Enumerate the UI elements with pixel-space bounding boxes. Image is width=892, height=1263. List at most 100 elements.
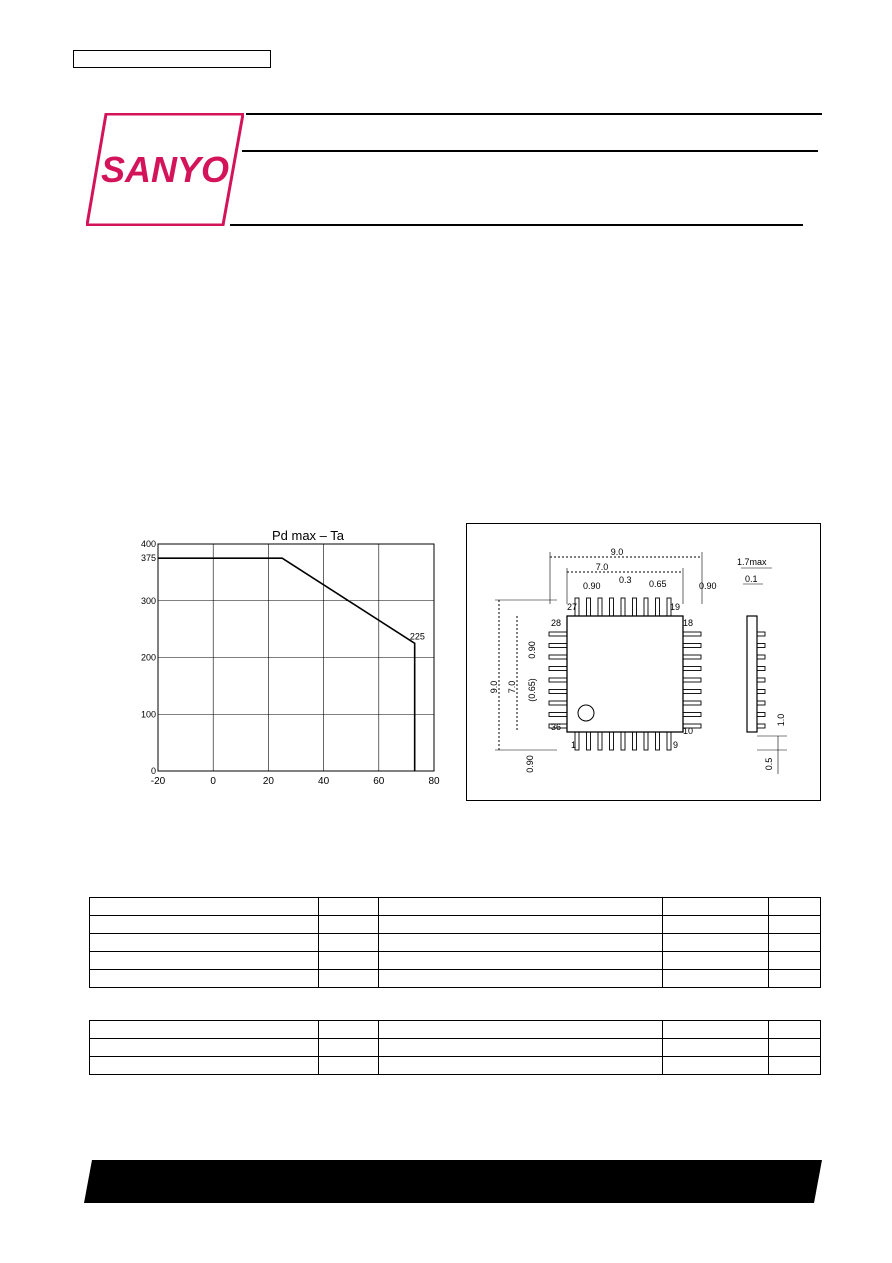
x-tick-label: 40	[318, 776, 330, 787]
table-row	[89, 915, 821, 934]
dim-width-inner: 7.0	[596, 562, 609, 572]
dim-side-foot: 1.0	[776, 714, 786, 727]
package-lead	[682, 712, 702, 717]
package-lead	[632, 731, 637, 751]
plot-frame	[157, 543, 435, 772]
y-tick-label: 400	[141, 539, 156, 549]
package-lead	[643, 731, 649, 751]
package-outline-drawing: 9.0 7.0 0.90 0.3 0.65 0.90 9.0 7.0 0.90 …	[489, 547, 787, 774]
dim-side-lead: 0.5	[764, 758, 774, 771]
pin1-marker	[577, 704, 595, 722]
package-lead	[756, 723, 766, 729]
pin-label-27: 27	[567, 602, 577, 612]
dim-side-standoff: 0.1	[745, 574, 758, 584]
header-label-box	[73, 50, 271, 68]
dim-height-outer: 9.0	[489, 681, 499, 694]
header-rule-top	[246, 113, 822, 115]
x-tick-label: 60	[373, 776, 385, 787]
leads-top	[574, 597, 672, 617]
package-lead	[655, 731, 660, 751]
leads-right	[682, 631, 702, 729]
package-lead	[756, 689, 766, 694]
package-lead	[548, 700, 568, 706]
package-lead	[548, 643, 568, 648]
package-lead	[586, 731, 591, 751]
x-tick-label: -20	[151, 776, 166, 787]
package-lead	[666, 731, 672, 751]
x-tick-label: 80	[428, 776, 440, 787]
package-lead	[666, 597, 672, 617]
package-lead	[682, 723, 702, 729]
y-tick-label: 100	[141, 709, 156, 719]
package-lead	[609, 597, 614, 617]
package-lead	[586, 597, 591, 617]
y-tick-label: 300	[141, 596, 156, 606]
package-lead	[756, 631, 766, 637]
package-lead	[548, 666, 568, 671]
package-lead	[682, 643, 702, 648]
package-lead	[756, 643, 766, 648]
chart-grid	[157, 543, 435, 772]
header-rule-bottom	[230, 224, 803, 226]
package-lead	[597, 731, 603, 751]
y-tick-label-extra: 375	[141, 553, 156, 563]
chart-axes	[157, 543, 435, 772]
package-lead	[756, 666, 766, 671]
package-lead	[682, 677, 702, 683]
header-rule-middle	[242, 150, 818, 152]
package-lead	[682, 654, 702, 660]
chart-series: 225	[158, 557, 425, 771]
package-lead	[574, 597, 580, 617]
pin-label-19: 19	[670, 602, 680, 612]
package-lead	[682, 700, 702, 706]
package-lead	[756, 677, 766, 683]
package-lead	[574, 731, 580, 751]
package-lead	[548, 654, 568, 660]
y-tick-label: 200	[141, 653, 156, 663]
package-lead	[756, 712, 766, 717]
package-lead	[548, 689, 568, 694]
package-lead	[756, 700, 766, 706]
pin-label-18: 18	[683, 618, 693, 628]
dim-height-inner: 7.0	[507, 681, 517, 694]
leads-left	[548, 631, 568, 729]
dim-lead: 0.3	[619, 575, 632, 585]
pin-label-28: 28	[551, 618, 561, 628]
pin-label-9: 9	[673, 740, 678, 750]
package-lead	[682, 631, 702, 637]
package-lead	[620, 597, 626, 617]
table-row	[89, 969, 821, 988]
dim-width-outer: 9.0	[611, 547, 624, 557]
table-row	[89, 933, 821, 952]
x-tick-label: 0	[210, 776, 216, 787]
series-line	[158, 557, 416, 771]
leads-bottom	[574, 731, 672, 751]
package-lead	[643, 597, 649, 617]
dim-pitch-edge: 0.90	[583, 581, 601, 591]
ratings-table-2	[89, 1020, 821, 1075]
pin-label-1: 1	[571, 740, 576, 750]
package-lead	[548, 631, 568, 637]
x-tick-label: 20	[263, 776, 275, 787]
table-row	[89, 1020, 821, 1039]
package-lead	[620, 731, 626, 751]
package-lead	[655, 597, 660, 617]
data-label: 225	[410, 631, 425, 641]
package-side-view: 1.7max 0.1 1.0 0.5	[737, 557, 787, 774]
dim-edge-bottom: 0.90	[525, 755, 535, 773]
package-lead	[632, 597, 637, 617]
package-lead	[609, 731, 614, 751]
package-lead	[756, 654, 766, 660]
dim-side-max: 1.7max	[737, 557, 767, 567]
package-body	[566, 615, 684, 733]
footer-band	[84, 1160, 822, 1203]
package-lead	[548, 723, 568, 729]
pin-label-36: 36	[551, 722, 561, 732]
ratings-table-1	[89, 897, 821, 988]
package-lead	[548, 677, 568, 683]
table-row	[89, 1056, 821, 1075]
dim-pitch-ref: (0.65)	[527, 678, 537, 702]
table-row	[89, 1038, 821, 1057]
